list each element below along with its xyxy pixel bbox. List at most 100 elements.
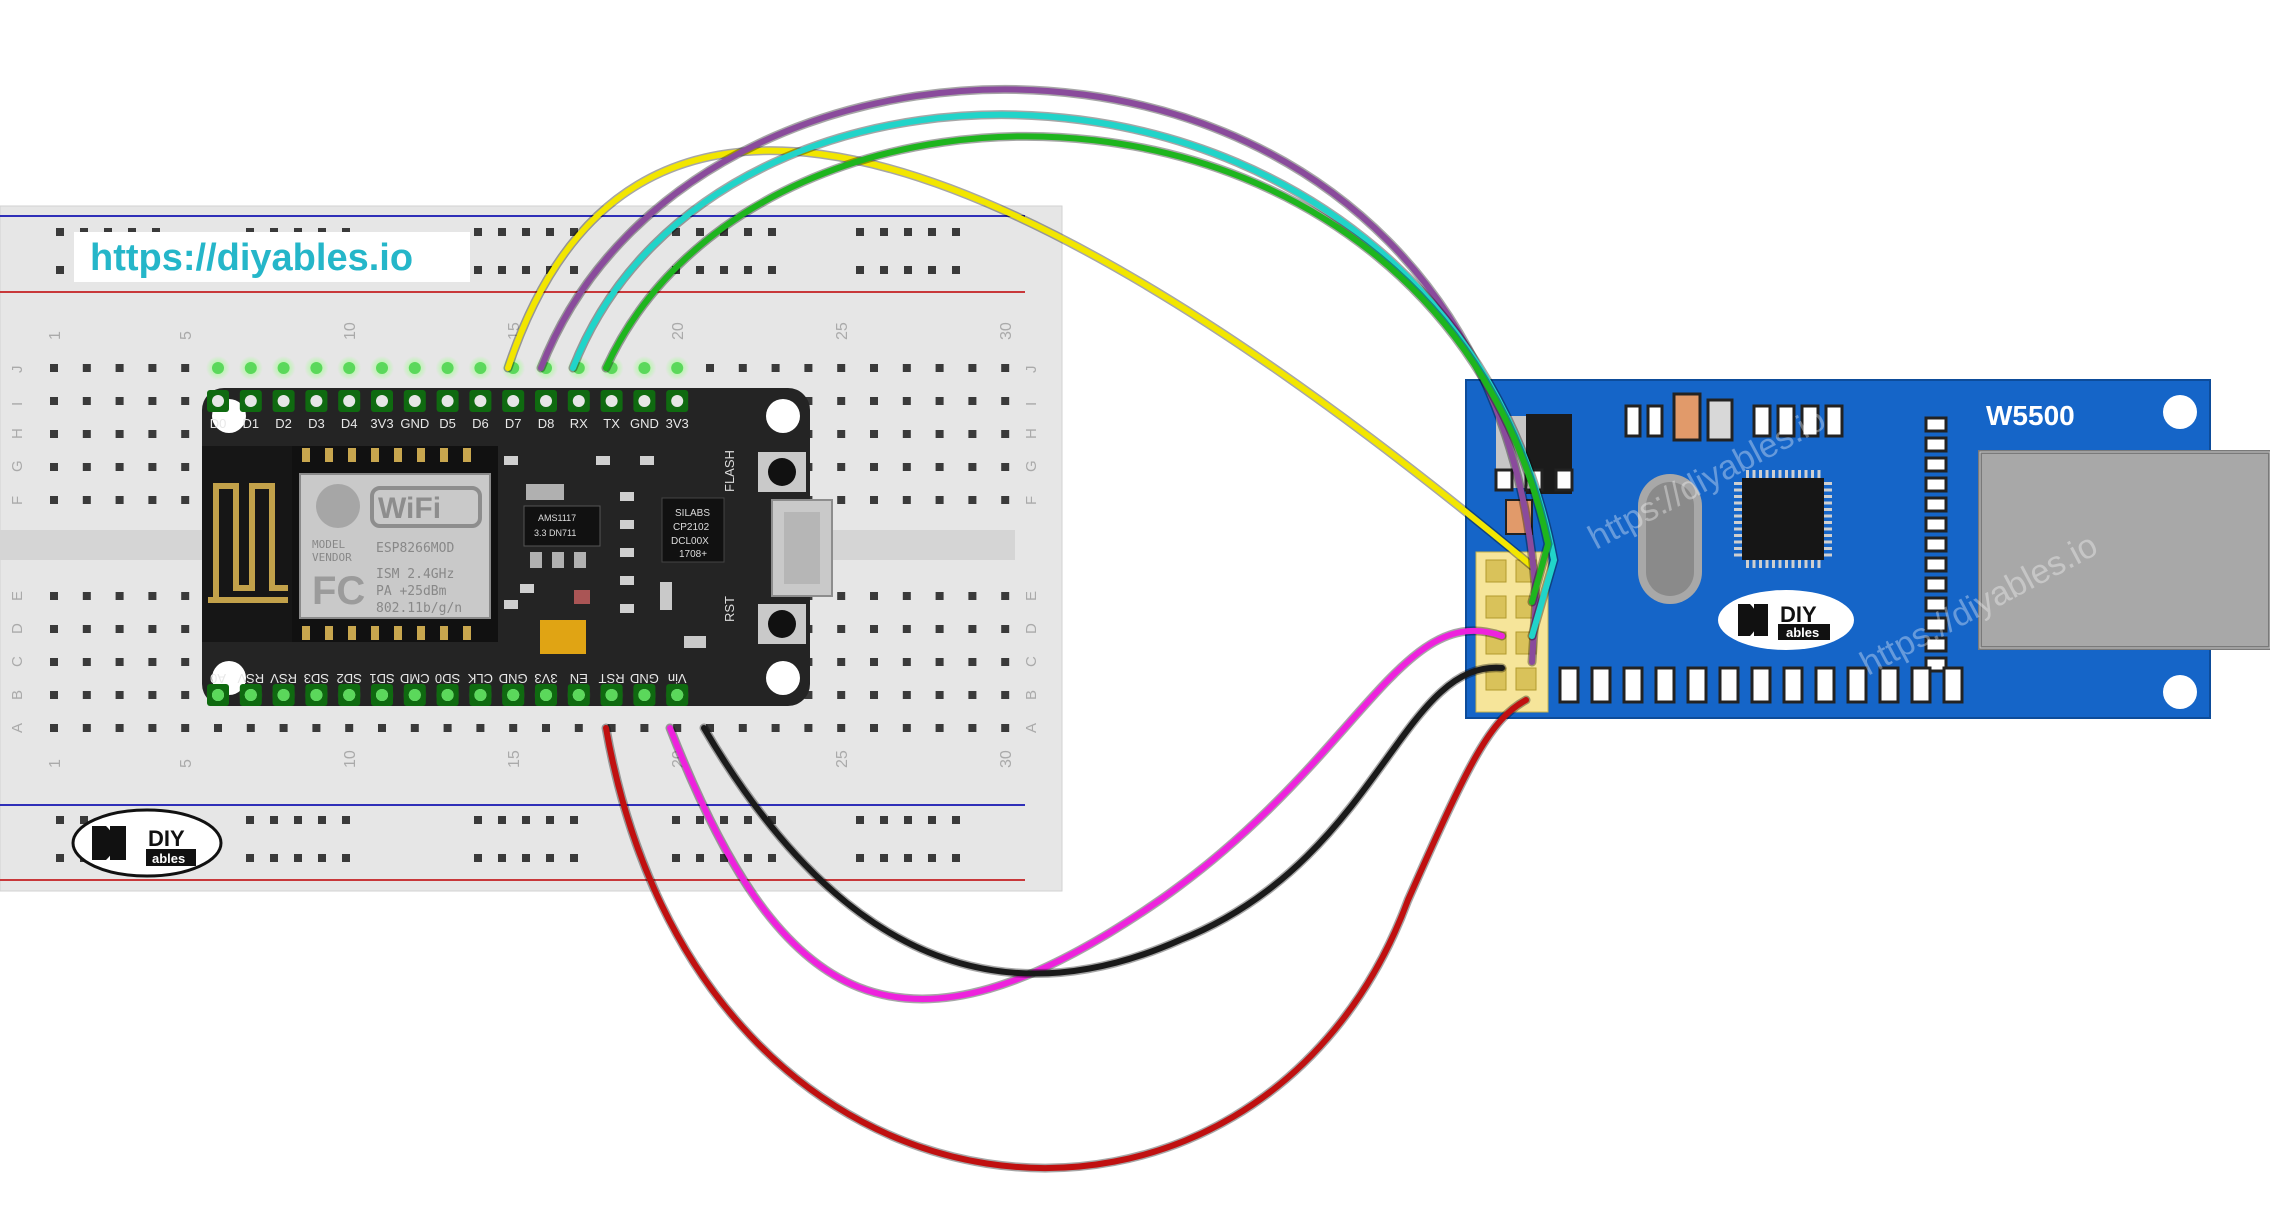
breadboard-hole <box>837 691 846 699</box>
breadboard-hole <box>82 724 91 732</box>
rail-hole <box>570 854 578 862</box>
pin-label: D2 <box>275 416 292 431</box>
rail-hole <box>474 854 482 862</box>
breadboard-pin-hole <box>441 689 454 701</box>
breadboard-hole <box>870 592 878 600</box>
breadboard-pin-hole <box>376 689 388 701</box>
breadboard-hole <box>1001 691 1010 699</box>
column-number: 25 <box>834 750 851 768</box>
breadboard-pin-hole <box>507 689 520 701</box>
breadboard-hole <box>771 364 780 372</box>
pin-label: D3 <box>308 416 325 431</box>
breadboard-hole <box>50 724 58 732</box>
rail-hole <box>880 266 888 274</box>
header-pin <box>1515 667 1537 691</box>
breadboard-hole <box>706 724 714 732</box>
pin-label: TX <box>603 416 620 431</box>
breadboard-hole <box>542 724 550 732</box>
row-letter: A <box>9 723 26 733</box>
rail-hole <box>880 854 888 862</box>
breadboard-pin-hole <box>671 689 684 701</box>
breadboard-hole <box>476 724 485 732</box>
svg-text:MODEL: MODEL <box>312 538 345 551</box>
breadboard-hole <box>115 397 124 405</box>
breadboard-hole <box>148 430 157 438</box>
breadboard-hole <box>82 625 91 633</box>
breadboard-hole <box>935 592 944 600</box>
rail-hole <box>546 854 554 862</box>
breadboard-hole <box>82 691 91 699</box>
svg-text:AMS1117: AMS1117 <box>538 513 576 523</box>
green-wire <box>603 133 1552 605</box>
column-number: 1 <box>47 759 64 768</box>
column-number: 5 <box>178 759 195 768</box>
svg-text:ESP8266MOD: ESP8266MOD <box>376 541 454 556</box>
rail-hole <box>498 816 506 824</box>
breadboard-pin-hole <box>408 689 421 701</box>
breadboard-hole <box>870 724 878 732</box>
rail-hole <box>474 228 482 236</box>
rail-hole <box>768 266 776 274</box>
breadboard-hole <box>837 658 846 666</box>
row-letter: F <box>1023 496 1040 505</box>
breadboard-hole <box>706 364 714 372</box>
rail-hole <box>522 266 530 274</box>
row-letter: B <box>1023 690 1040 700</box>
diyables-logo: DIY ables <box>71 808 223 878</box>
pin-label: 3V3 <box>370 416 393 431</box>
breadboard-hole <box>607 724 616 732</box>
breadboard-hole <box>935 496 944 504</box>
rail-hole <box>744 816 752 824</box>
svg-text:FLASH: FLASH <box>722 450 737 492</box>
wires <box>503 85 1559 1173</box>
breadboard-hole <box>148 724 157 732</box>
svg-text:DIY: DIY <box>1780 602 1817 627</box>
nodemcu-board: WiFi MODEL VENDOR ESP8266MOD FC ISM 2.4G… <box>202 356 833 707</box>
url-banner: https://diyables.io <box>74 232 470 282</box>
breadboard-pin-hole <box>474 689 487 701</box>
breadboard-pin-hole <box>244 362 257 374</box>
breadboard-hole <box>870 463 878 471</box>
rail-hole <box>474 266 482 274</box>
breadboard-hole <box>115 496 124 504</box>
breadboard-pin-hole <box>277 362 290 374</box>
rail-hole <box>56 228 64 236</box>
breadboard-hole <box>214 724 222 732</box>
breadboard-hole <box>181 691 190 699</box>
breadboard-hole <box>870 496 878 504</box>
breadboard-hole <box>837 463 846 471</box>
smd-components <box>504 456 654 613</box>
column-number: 5 <box>178 331 195 340</box>
breadboard-hole <box>345 724 354 732</box>
w5500-module: W5500 DIY ables https://diyables.io http… <box>1465 379 2270 719</box>
rail-hole <box>720 854 728 862</box>
pin-label: D6 <box>472 416 489 431</box>
breadboard-pin-hole <box>212 689 224 701</box>
breadboard-hole <box>82 658 91 666</box>
column-number: 20 <box>670 322 687 340</box>
breadboard-hole <box>50 592 58 600</box>
pin-label: CMD <box>400 671 430 686</box>
column-number: 10 <box>342 750 359 768</box>
rail-hole <box>522 816 530 824</box>
svg-text:802.11b/g/n: 802.11b/g/n <box>376 601 462 616</box>
row-letter: G <box>9 460 26 472</box>
breadboard-pin-hole <box>540 689 552 701</box>
breadboard-hole <box>738 364 747 372</box>
header-pin <box>1485 559 1507 583</box>
breadboard-hole <box>181 724 190 732</box>
breadboard-hole <box>148 496 157 504</box>
rail-hole <box>904 854 912 862</box>
breadboard-hole <box>935 691 944 699</box>
breadboard-hole <box>968 430 977 438</box>
breadboard-hole <box>935 658 944 666</box>
rail-hole <box>904 816 912 824</box>
rail-hole <box>768 228 776 236</box>
breadboard-hole <box>804 397 813 405</box>
breadboard-hole <box>902 691 911 699</box>
column-number: 30 <box>998 322 1015 340</box>
breadboard-hole <box>1001 658 1010 666</box>
breadboard-pin-hole <box>343 362 356 374</box>
